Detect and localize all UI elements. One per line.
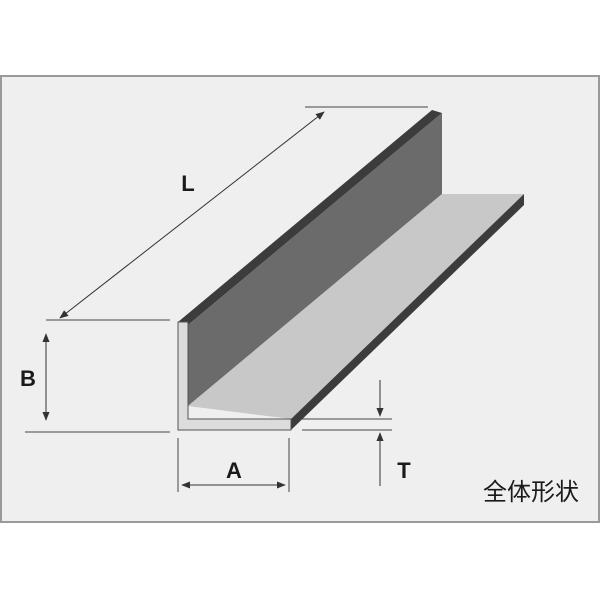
leg-a-label: A <box>226 458 242 483</box>
dimension-length: L <box>46 106 428 321</box>
horizontal-leg-edge <box>291 194 524 430</box>
dimension-leg-b: B <box>20 333 170 433</box>
length-label: L <box>181 171 194 196</box>
dimension-leg-a: A <box>177 438 290 492</box>
cross-section <box>177 321 292 431</box>
leg-b-label: B <box>20 366 36 391</box>
thickness-label: T <box>397 458 411 483</box>
dimension-thickness: T <box>302 380 411 486</box>
horizontal-leg-face <box>188 194 524 419</box>
dimension-line <box>59 111 325 319</box>
caption: 全体形状 <box>483 478 579 506</box>
